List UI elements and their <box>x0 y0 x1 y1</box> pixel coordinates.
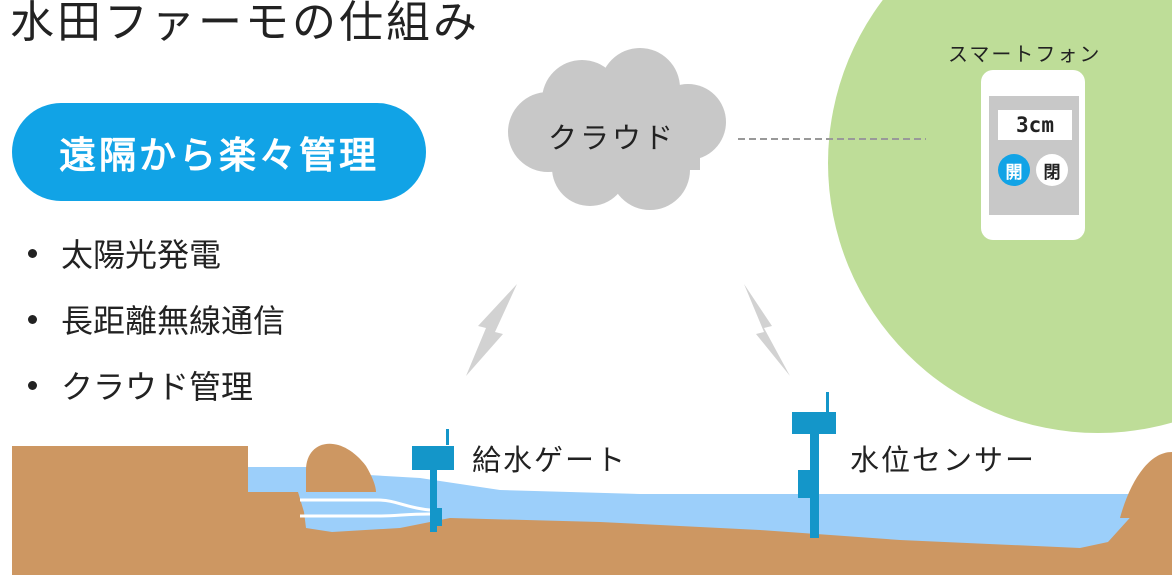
feature-label: 太陽光発電 <box>61 236 222 274</box>
smartphone-icon <box>981 70 1085 240</box>
phone-caption: スマートフォン <box>948 42 1102 66</box>
feature-item: 長距離無線通信 <box>28 286 285 352</box>
headline-badge: 遠隔から楽々管理 <box>12 103 426 201</box>
water-gate-icon <box>412 429 454 532</box>
bullet-icon <box>28 314 37 324</box>
water-level-readout: 3cm <box>998 110 1072 140</box>
feature-item: クラウド管理 <box>28 352 285 418</box>
right-slope <box>1120 452 1172 518</box>
page-title: 水田ファーモの仕組み <box>10 0 480 48</box>
feature-label: クラウド管理 <box>61 368 254 406</box>
bullet-icon <box>28 380 37 390</box>
water-sensor-icon <box>792 392 836 538</box>
sensor-label: 水位センサー <box>850 443 1037 477</box>
open-gate-button[interactable]: 開 <box>998 154 1030 186</box>
feature-list: 太陽光発電 長距離無線通信 クラウド管理 <box>28 220 285 418</box>
lightning-icon <box>466 284 517 376</box>
lightning-icon <box>744 284 790 376</box>
cloud-icon <box>508 48 726 210</box>
bullet-icon <box>28 248 37 258</box>
headline-text: 遠隔から楽々管理 <box>59 134 379 177</box>
inlet-pipe <box>300 498 431 518</box>
water-inlet-mound <box>306 443 376 492</box>
close-gate-button[interactable]: 閉 <box>1036 154 1068 186</box>
field-embankment <box>12 446 248 575</box>
feature-label: 長距離無線通信 <box>61 302 286 340</box>
gate-label: 給水ゲート <box>472 443 628 477</box>
feature-item: 太陽光発電 <box>28 220 285 286</box>
paddy-soil <box>0 492 1172 575</box>
cloud-label: クラウド <box>548 121 677 155</box>
